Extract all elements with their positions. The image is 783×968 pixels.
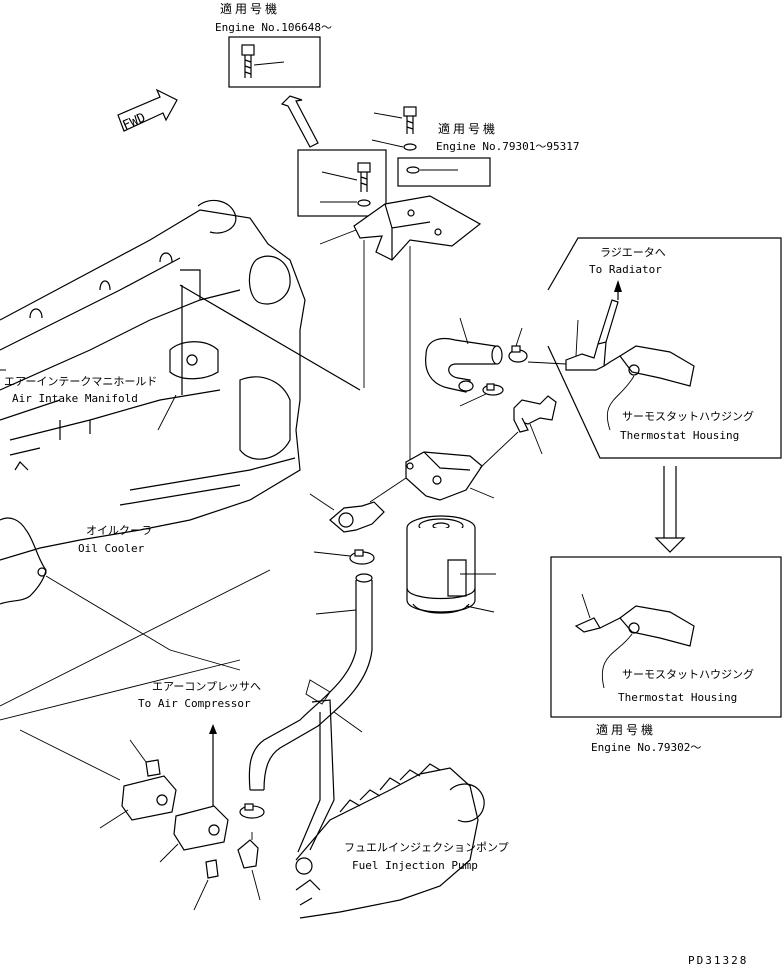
radiator-en: To Radiator [589,263,662,276]
applicable-label-1: 適用号機 [220,1,280,16]
inset-box-bolt [297,149,387,217]
engine-block [0,199,361,561]
applicable-label-2: 適用号機 [438,121,498,136]
fwd-label: FWD [121,110,149,133]
connector-2 [159,805,229,863]
leader-fuel-line [333,711,363,733]
engine-no-106648: Engine No.106648～ [215,21,332,34]
arrow-between-callouts [654,466,686,553]
fwd-arrow: FWD [117,88,178,134]
air-intake-jp: エアーインテークマニホールド [4,375,157,388]
engine-no-79301: Engine No.79301～95317 [436,140,579,153]
bolt-washer-inset [320,162,371,207]
thermostat-jp-2: サーモスタットハウジング [622,667,754,681]
connector-1 [99,775,177,829]
bolt-79301 [371,106,417,151]
fuel-pump-jp: フュエルインジェクションポンプ [344,841,509,854]
inset-bolt-106648: 適用号機 Engine No.106648～ [215,1,332,88]
filter-head [369,431,519,503]
plug-2 [193,859,219,911]
oil-cooler-body [0,517,271,781]
arrow-to-inset [280,95,319,148]
fuel-pump-en: Fuel Injection Pump [352,859,478,872]
thermostat-jp-1: サーモスタットハウジング [622,409,754,423]
engine-no-79302: Engine No.79302～ [591,741,701,754]
fuel-injection-pump [295,763,485,919]
fuel-line [297,699,335,853]
clamp-4 [239,803,265,819]
radiator-jp: ラジエータへ [600,246,666,259]
clamp-1 [508,327,528,363]
bracket [319,195,482,462]
elbow-fitting [513,395,557,455]
oil-cooler-en: Oil Cooler [78,542,145,555]
drawing-number: PD31328 [688,954,748,967]
hose-long [248,573,373,791]
bolt-icon [241,44,255,78]
air-intake-en: Air Intake Manifold [12,392,138,405]
clamp-3 [313,549,375,565]
thermostat-en-1: Thermostat Housing [620,429,739,442]
nipple-fitting [309,493,385,533]
inset-box-top [228,36,321,88]
washer-icon [406,166,420,174]
callout-upper-right: ラジエータへ To Radiator サーモスタットハウジング Thermost… [547,237,782,459]
air-comp-en: To Air Compressor [138,697,251,710]
inset-box-washer [397,157,491,187]
arrow-to-air-compressor [209,724,217,810]
oil-cooler-jp: オイルクーラ [86,524,152,537]
thermostat-en-2: Thermostat Housing [618,691,737,704]
plug-1 [129,739,161,777]
clamp-2 [459,383,504,407]
applicable-label-3: 適用号機 [596,722,656,737]
callout-lower-right: サーモスタットハウジング Thermostat Housing [550,556,782,718]
hose-upper [425,317,503,393]
elbow-2 [237,839,261,901]
air-comp-jp: エアーコンプレッサへ [152,680,261,693]
fuel-filter [406,515,496,614]
